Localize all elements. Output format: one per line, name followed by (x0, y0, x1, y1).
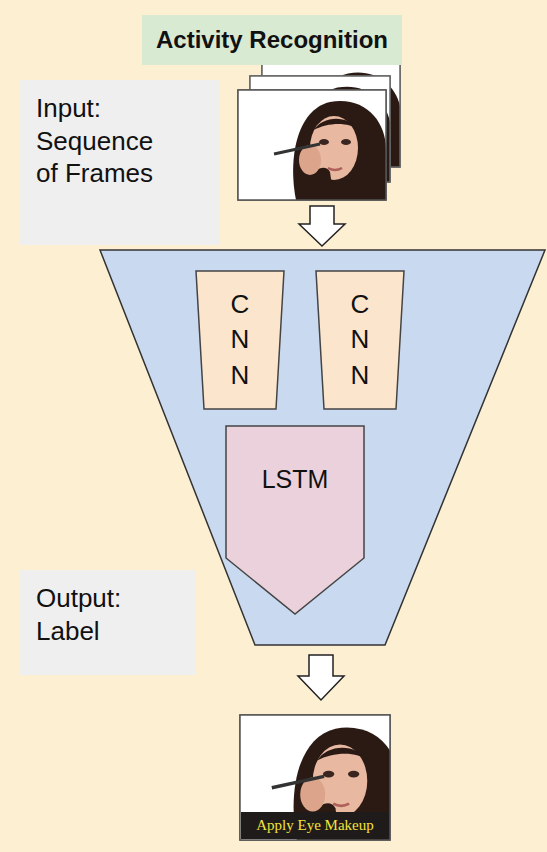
title-box: Activity Recognition (142, 15, 402, 65)
output-frame (231, 715, 399, 840)
down-arrow (298, 655, 344, 700)
frame-caption: Apply Eye Makeup (241, 813, 389, 838)
stacked-label: C N N (227, 287, 253, 392)
title-text: Activity Recognition (156, 26, 388, 54)
down-arrow (299, 206, 345, 246)
cnn-block: C N N (315, 270, 405, 410)
frame-stack (238, 62, 402, 200)
lstm-block: LSTM (225, 425, 365, 615)
output-box: Output: Label (20, 570, 195, 675)
cnn-block: C N N (195, 270, 285, 410)
node-label: Input: Sequence of Frames (36, 92, 171, 190)
node-label: Output: Label (36, 582, 166, 647)
cnn-shape (196, 271, 284, 409)
lstm-outline (225, 425, 365, 615)
input-box: Input: Sequence of Frames (20, 80, 220, 245)
stacked-label: C N N (347, 287, 373, 392)
lstm-shape (226, 426, 364, 614)
cnn-shape (316, 271, 404, 409)
node-label: LSTM (262, 465, 329, 494)
